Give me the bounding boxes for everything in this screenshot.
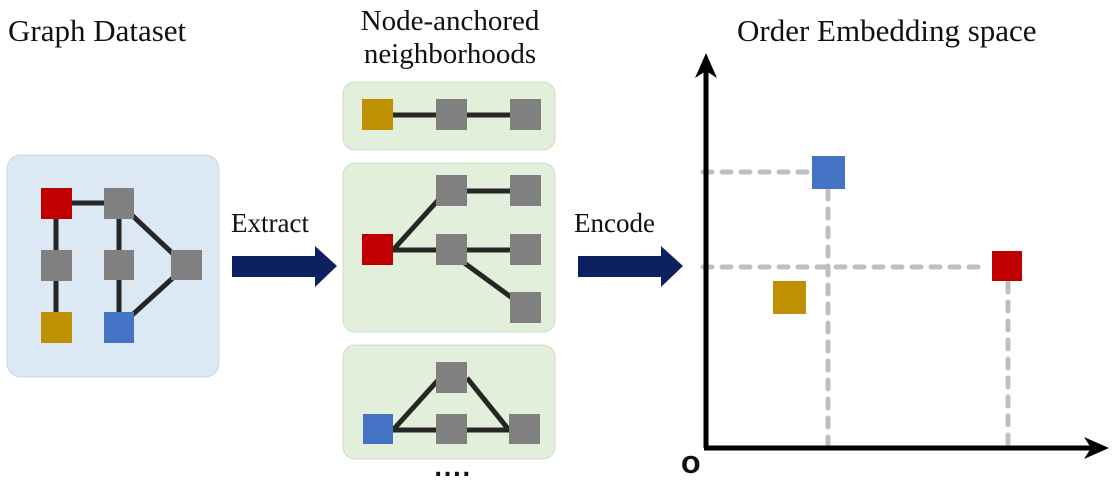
y-axis-arrowhead-icon <box>695 53 717 78</box>
edge <box>391 376 442 432</box>
node-gray <box>436 99 467 130</box>
order-embedding-space <box>695 53 1109 459</box>
neighborhoods-title-line2: neighborhoods <box>363 38 537 70</box>
extract-label: Extract <box>231 208 309 238</box>
neighborhoods-title-line1: Node-anchored <box>360 5 540 37</box>
node-gray <box>510 234 541 265</box>
graph-dataset-panel <box>6 154 220 378</box>
node-blue <box>104 312 134 343</box>
node-gray <box>171 250 202 280</box>
node-gray <box>509 414 540 444</box>
embedding-point-red <box>992 251 1022 281</box>
projection-lines <box>700 169 1011 448</box>
edge <box>391 196 442 252</box>
node-gray <box>436 175 467 206</box>
node-red <box>362 234 393 265</box>
node-gray <box>41 250 72 281</box>
node-gold <box>362 99 393 130</box>
origin-label: O <box>681 453 701 479</box>
node-gray <box>436 414 467 444</box>
node-gray <box>104 188 134 219</box>
encode-arrow-icon <box>578 246 683 287</box>
node-blue <box>363 414 393 444</box>
edge <box>465 376 511 432</box>
node-gray <box>104 250 134 280</box>
graph-dataset-title: Graph Dataset <box>8 13 187 48</box>
x-axis-arrowhead-icon <box>1084 437 1109 459</box>
order-embedding-title: Order Embedding space <box>737 13 1037 48</box>
edge <box>461 259 517 303</box>
extract-arrow-icon <box>232 246 337 287</box>
node-gray <box>510 99 541 130</box>
encode-label: Encode <box>574 208 655 238</box>
neighborhood-gold <box>342 81 556 151</box>
more-neighborhoods-ellipsis: .... <box>434 457 472 482</box>
neighborhoods-title: Node-anchored neighborhoods <box>340 5 560 71</box>
embedding-point-gold <box>773 281 806 314</box>
neighborhood-red <box>342 162 556 333</box>
embedding-point-blue <box>812 156 845 189</box>
node-gold <box>41 312 72 343</box>
node-gray <box>436 362 467 393</box>
node-gray <box>436 234 467 265</box>
node-red <box>41 188 72 219</box>
node-gray <box>510 292 541 323</box>
neighborhood-blue <box>342 344 556 460</box>
node-gray <box>510 175 541 206</box>
